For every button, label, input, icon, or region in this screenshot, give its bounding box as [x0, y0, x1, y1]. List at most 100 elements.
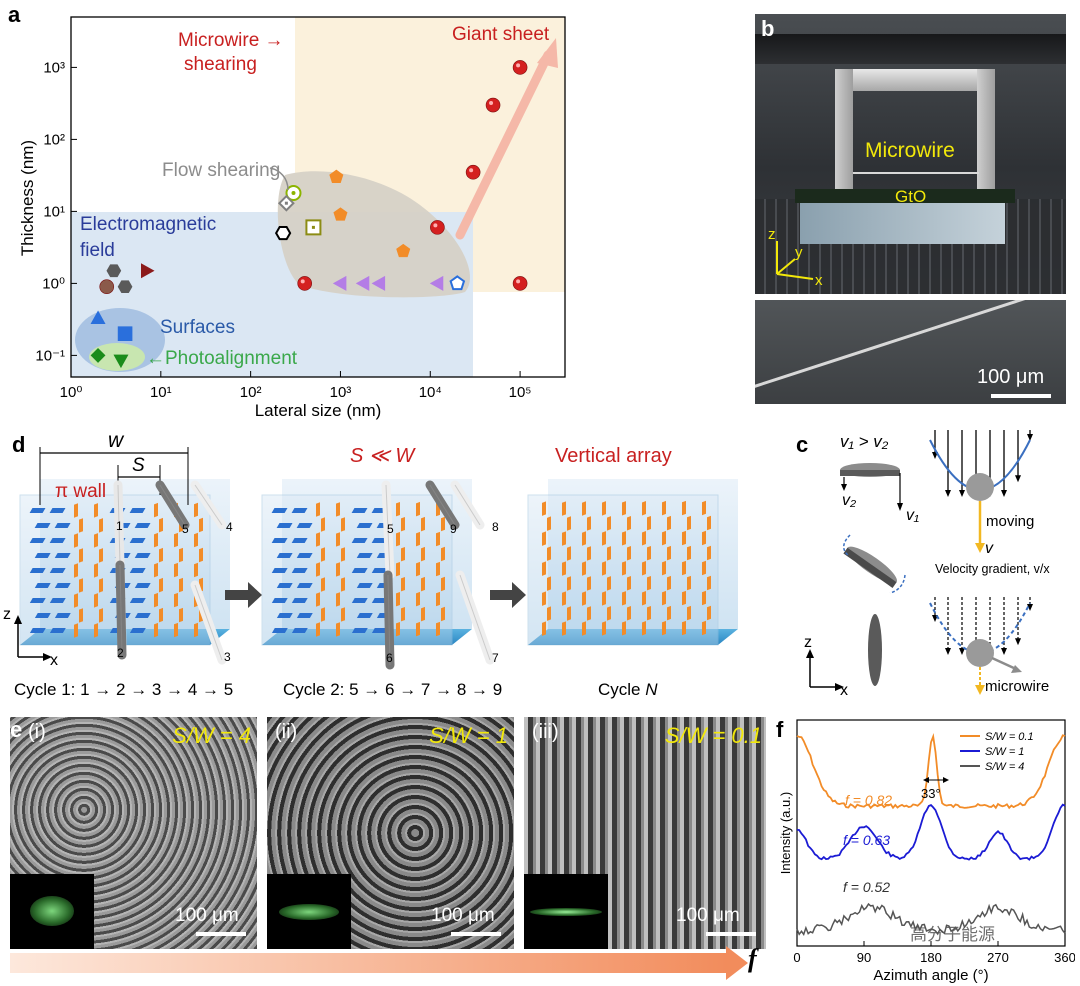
schematic-panel-d: w S π wall S ≪ W Vertical array Cycle 1:…: [3, 429, 738, 699]
lc-platelet: [562, 531, 566, 546]
lc-platelet: [49, 568, 66, 573]
lc-platelet: [356, 553, 373, 558]
x-tick-label-f: 0: [793, 950, 800, 965]
lc-platelet: [582, 501, 586, 516]
lc-platelet: [291, 628, 308, 633]
panel-label-e: e: [10, 717, 23, 742]
point-mxene: [274, 226, 292, 241]
lc-platelet: [642, 620, 646, 636]
lc-platelet: [29, 628, 46, 633]
label-microwire: Microwire: [865, 139, 955, 162]
lc-platelet: [562, 501, 566, 516]
wire-number: 2: [117, 646, 124, 660]
annot-flow-shearing: Flow shearing: [162, 160, 280, 181]
lc-platelet: [702, 560, 706, 576]
y-tick-label: 10⁰: [42, 275, 65, 292]
lc-platelet: [34, 553, 51, 558]
x-tick-label: 10¹: [150, 384, 172, 401]
microwire-label-c: microwire: [985, 678, 1049, 695]
lc-platelet: [49, 628, 66, 633]
lc-platelet: [336, 502, 340, 517]
lc-platelet: [707, 545, 711, 561]
lc-platelet: [336, 592, 340, 607]
v2-label: v₂: [842, 492, 856, 509]
lc-platelet: [667, 515, 671, 531]
lc-platelet: [416, 591, 420, 607]
lc-platelet: [547, 606, 551, 621]
lc-platelet: [351, 628, 368, 633]
point-cnt: [333, 207, 348, 221]
lc-platelet: [662, 500, 666, 516]
scale-bar-e3: [706, 932, 756, 936]
x-tick-label: 10⁴: [419, 384, 442, 401]
label-w: w: [108, 429, 125, 452]
lc-platelet: [321, 577, 325, 592]
lc-platelet: [547, 546, 551, 561]
lc-platelet: [316, 592, 320, 607]
lc-platelet: [129, 508, 146, 513]
lc-platelet: [416, 561, 420, 577]
lc-platelet: [542, 591, 546, 606]
lc-platelet: [29, 598, 46, 603]
lc-platelet: [271, 508, 288, 513]
lc-platelet: [627, 576, 631, 591]
point-cnt: [329, 169, 344, 184]
f-arrowhead: [726, 946, 748, 980]
wire-number: 5: [182, 522, 189, 536]
lc-platelet: [567, 576, 571, 591]
y-axis-label: Thickness (nm): [18, 140, 37, 256]
lc-platelet: [336, 562, 340, 577]
axis-y-b: y: [795, 244, 803, 261]
lc-platelet: [702, 590, 706, 606]
microwire-rod: [190, 480, 227, 530]
lc-platelet: [602, 561, 606, 576]
lc-platelet: [199, 517, 203, 533]
lc-platelet: [647, 545, 651, 561]
region-flow-shearing: [277, 171, 470, 298]
sample-film: [795, 189, 1015, 203]
y-tick-label: 10⁻¹: [35, 347, 65, 364]
lc-platelet: [562, 621, 566, 636]
axis-x-d: x: [50, 652, 58, 669]
lc-platelet: [356, 583, 373, 588]
lc-platelet: [542, 531, 546, 546]
point-cnt: [396, 243, 411, 258]
panel-label-b: b: [761, 16, 775, 41]
annot-microwire: Microwire →: [178, 30, 284, 51]
moving-label: moving: [986, 513, 1034, 530]
lc-platelet: [436, 591, 440, 607]
point-go: [371, 275, 386, 291]
scale-bar-b: [991, 394, 1051, 398]
scale-bar-e1: [196, 932, 246, 936]
lc-platelet: [159, 517, 163, 533]
lc-platelet: [667, 605, 671, 621]
lc-platelet: [316, 622, 320, 637]
f-gradient-arrow: [10, 953, 728, 973]
wire-number: 1: [116, 519, 123, 533]
v-relation: v₁ > v₂: [840, 432, 889, 451]
sem-roman-2: (ii): [275, 721, 298, 743]
lc-platelet: [436, 531, 440, 547]
axes-icon-b: z y x: [768, 226, 823, 289]
x-tick-label-f: 90: [857, 950, 871, 965]
wire-number: 6: [386, 651, 393, 665]
lc-platelet: [94, 623, 98, 638]
lc-platelet: [441, 606, 445, 622]
lc-platelet: [567, 546, 571, 561]
microwire-rod: [455, 570, 495, 665]
lc-platelet: [291, 598, 308, 603]
lc-platelet: [627, 516, 631, 531]
lc-platelet: [667, 545, 671, 561]
lc-platelet: [351, 538, 368, 543]
sem-roman-3: (iii): [532, 721, 559, 743]
giant-sheet-arrow: [455, 50, 553, 240]
lc-platelet: [627, 606, 631, 621]
sem-image-3: (iii) S/W = 0.1 100 μm: [524, 717, 766, 949]
lc-platelet: [687, 605, 691, 621]
lc-platelet: [687, 515, 691, 531]
lc-platelet: [607, 576, 611, 591]
annot-surfaces: Surfaces: [160, 317, 235, 338]
lc-platelet: [542, 501, 546, 516]
lc-platelet: [642, 590, 646, 606]
lc-platelet: [647, 515, 651, 531]
